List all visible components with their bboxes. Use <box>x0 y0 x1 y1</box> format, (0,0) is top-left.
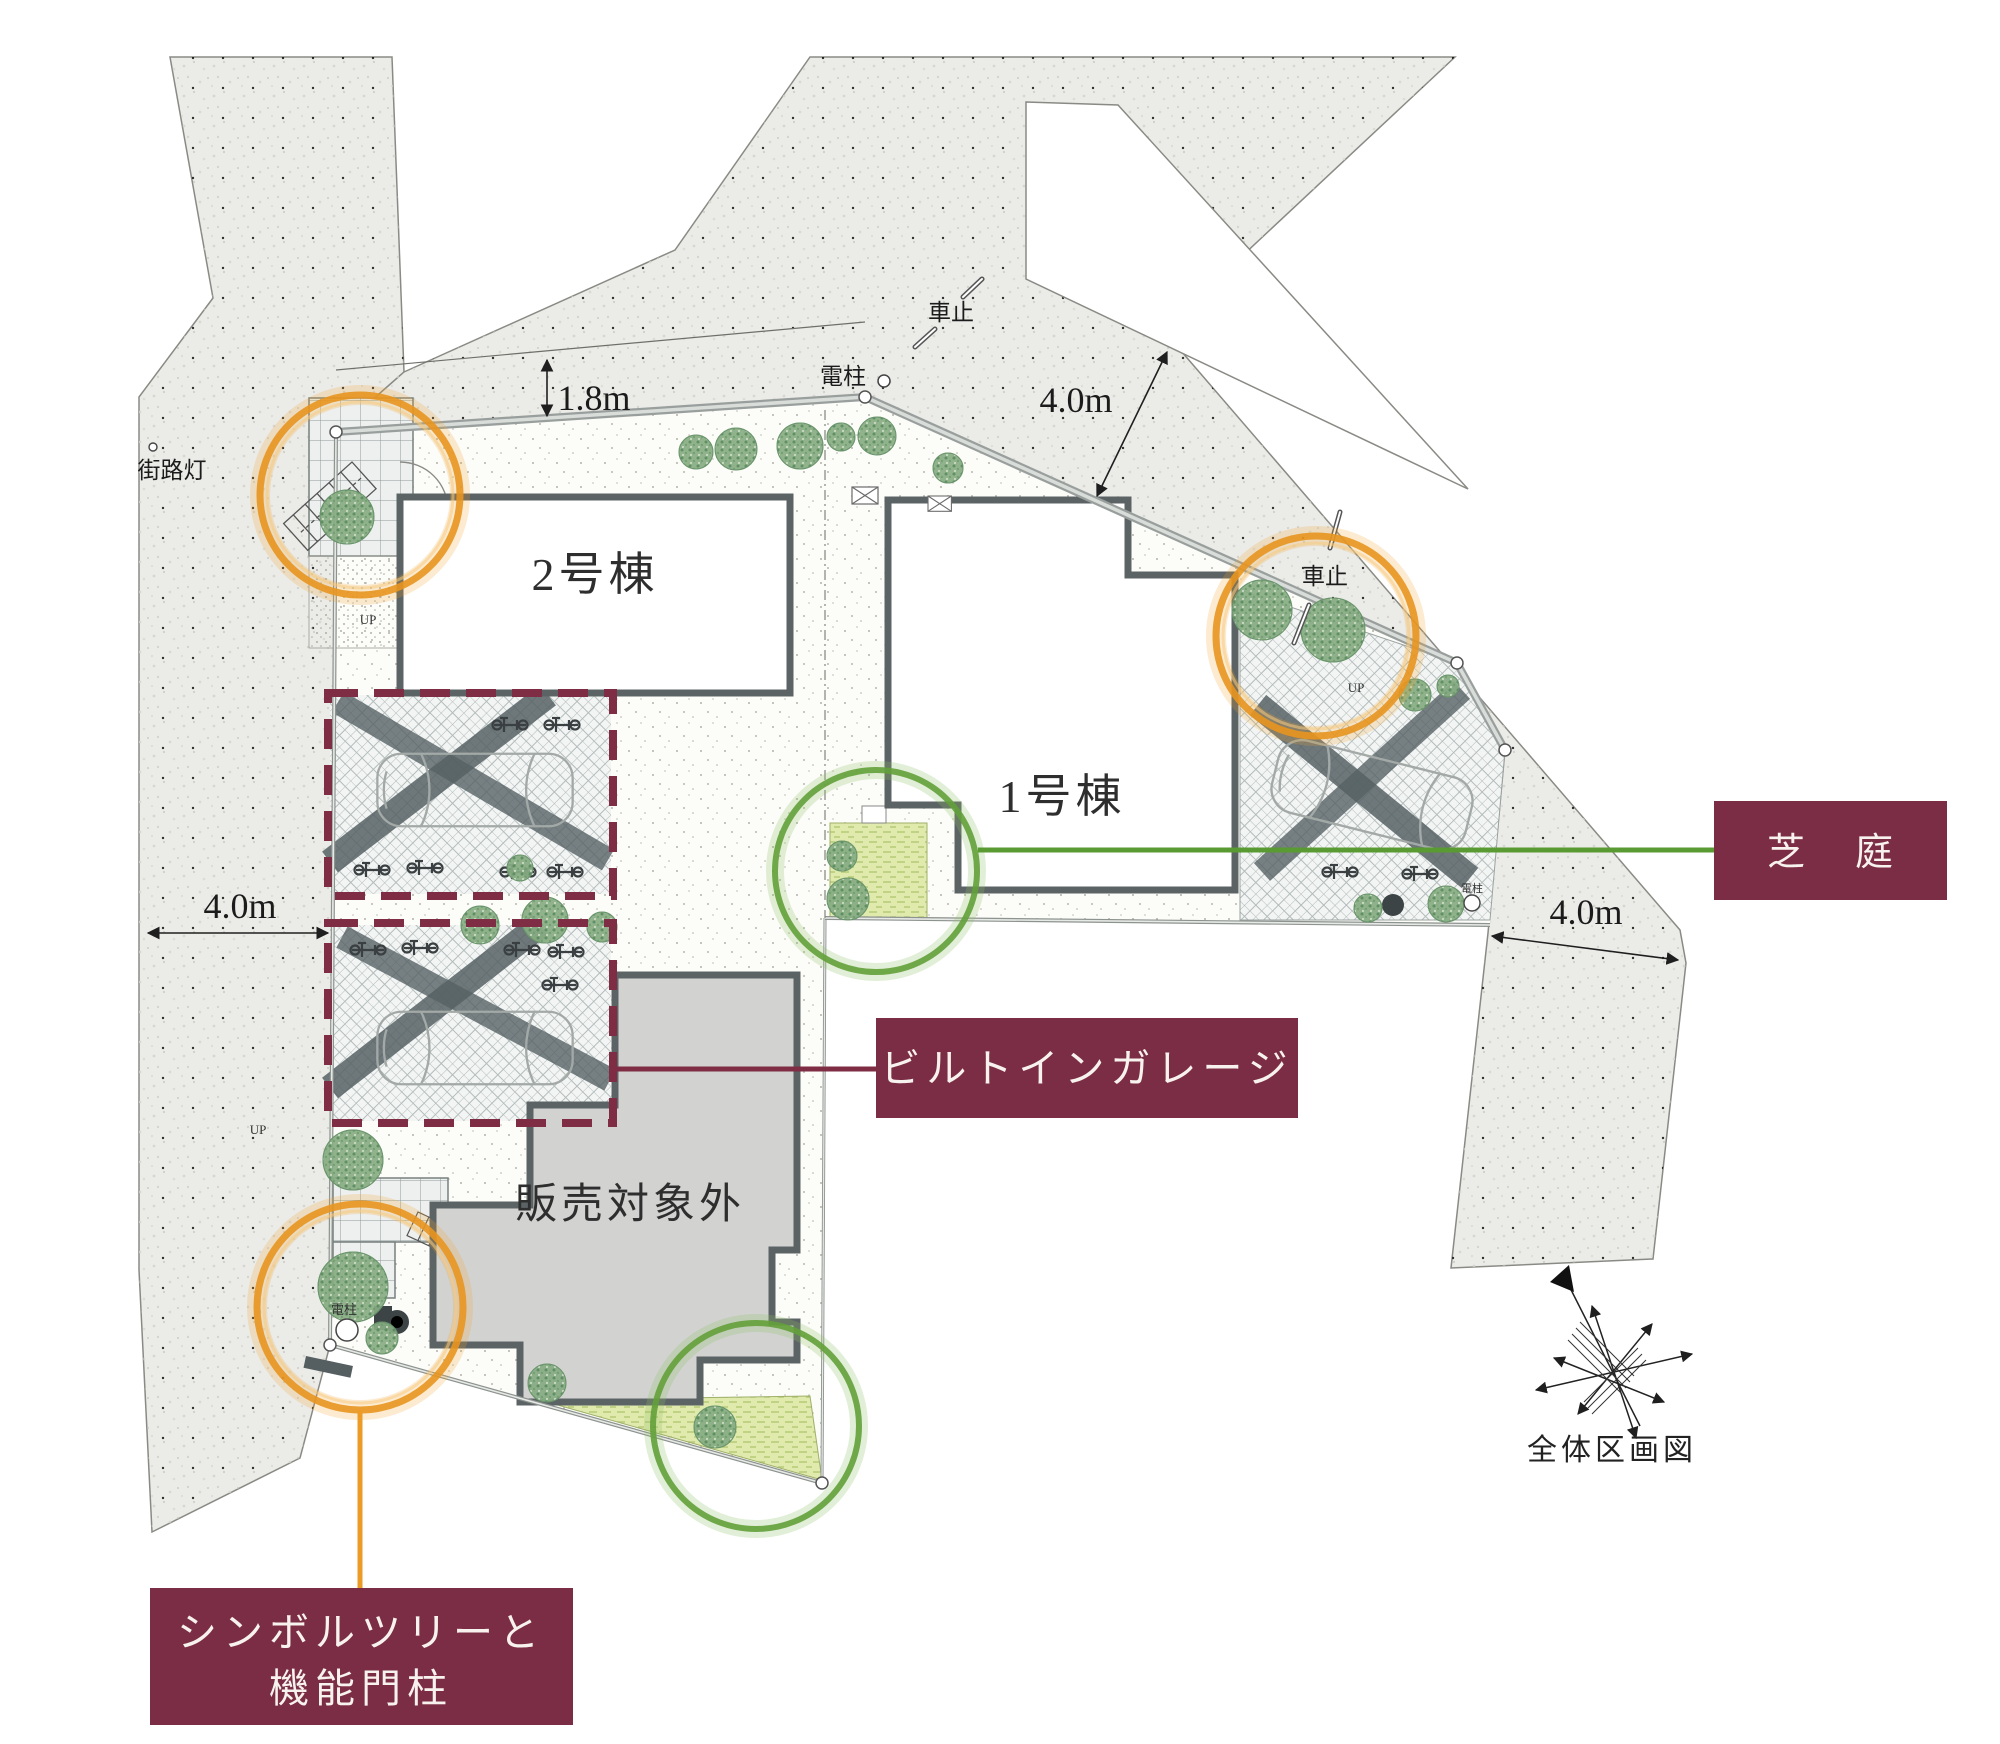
road-notch-block <box>1025 101 1469 490</box>
up-label-unit1: UP <box>1348 680 1365 695</box>
utility-pole-label-southwest: 電柱 <box>331 1302 357 1317</box>
label-unit1: 1号棟 <box>999 771 1126 822</box>
utility-pole-label-north: 電柱 <box>820 364 866 389</box>
callout-symbol-tree-line1: シンボルツリーと <box>177 1610 545 1655</box>
plan-caption: 全体区画図 <box>1527 1434 1697 1467</box>
callout-lawn-label: 芝 庭 <box>1767 832 1899 874</box>
callout-leaders <box>357 847 1714 1588</box>
building-unit2 <box>396 493 794 697</box>
compass-rose <box>1534 1265 1694 1440</box>
road-furniture: 街路灯 電柱 車止 車止 電柱 電柱 UP UP UP <box>138 276 1483 1342</box>
up-label-notforsale: UP <box>250 1122 267 1137</box>
car-stop-label-east: 車止 <box>1302 564 1348 589</box>
orange-highlight-unit1-entrance <box>1206 526 1426 746</box>
building-unit1 <box>884 496 1239 894</box>
callout-garage-label: ビルトインガレージ <box>880 1046 1293 1091</box>
approach-strip-unit2 <box>308 555 414 649</box>
callout-garage-box <box>876 1018 1298 1118</box>
dim-40m-west: 4.0m <box>203 886 276 926</box>
green-highlight-lawn-south <box>644 1314 868 1538</box>
dim-18m: 1.8m <box>557 378 630 418</box>
dashed-frame-upper <box>324 689 617 900</box>
lawn-south-wedge <box>539 1395 823 1481</box>
label-unit2: 2号棟 <box>532 549 659 600</box>
callout-boxes: 芝 庭 ビルトインガレージ シンボルツリーと 機能門柱 <box>150 801 1947 1725</box>
street-light-icon <box>148 442 158 452</box>
dim-40m-northeast: 4.0m <box>1039 380 1112 420</box>
dashed-frame-lower <box>324 919 617 1127</box>
utility-pole-icon-southwest <box>335 1318 359 1342</box>
trees <box>317 416 1465 1449</box>
garage-dashed-frames <box>324 689 617 1127</box>
utility-pole-icon-east <box>1463 894 1481 912</box>
callout-symbol-tree-box <box>150 1588 573 1725</box>
dim-40m-southeast: 4.0m <box>1549 892 1622 932</box>
car-stop-label-north: 車止 <box>928 300 974 325</box>
building-not-for-sale <box>429 971 801 1406</box>
tree-icon <box>317 416 1465 1449</box>
street-light-label: 街路灯 <box>138 458 207 483</box>
utility-pole-label-east: 電柱 <box>1461 881 1483 895</box>
buildings: 2号棟 1号棟 販売対象外 <box>396 493 1239 1406</box>
callout-lawn-box <box>1714 801 1947 900</box>
label-not-for-sale: 販売対象外 <box>515 1182 745 1228</box>
orange-highlight-unit2-entrance <box>250 385 470 605</box>
garage-areas <box>322 589 1506 1121</box>
up-label-unit2: UP <box>360 612 377 627</box>
green-highlight-lawn-central <box>766 761 986 981</box>
utility-pole-icon-north <box>877 374 891 388</box>
callout-symbol-tree-line2: 機能門柱 <box>269 1666 453 1711</box>
dimensions: 1.8m 4.0m 4.0m 4.0m <box>146 350 1680 965</box>
